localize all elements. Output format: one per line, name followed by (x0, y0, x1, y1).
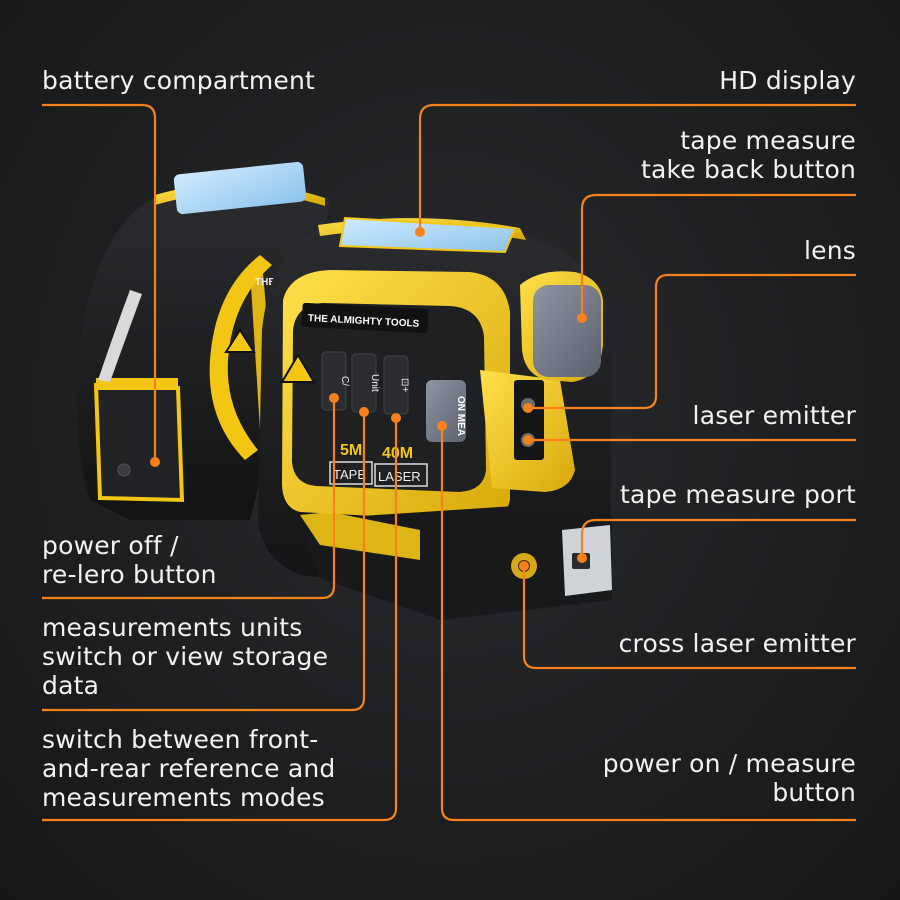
callout-dot-power-on (437, 421, 447, 431)
laser-window (514, 380, 544, 460)
laser-word: LASER (378, 469, 421, 484)
tape-word: TAPE (333, 467, 366, 482)
label-lens: lens (804, 236, 856, 265)
button-mode-label: ⊡+ (399, 378, 410, 392)
label-switch-line-2: and-rear reference and (42, 754, 336, 783)
rear-battery-door (93, 382, 185, 503)
label-switch-line-3: measurements modes (42, 783, 325, 812)
rear-yellow-ring (209, 255, 272, 460)
rear-display (173, 161, 307, 215)
label-power-on-line-1: power on / measure (602, 749, 856, 778)
rear-latch-yellow (96, 378, 178, 390)
label-power-off-line-1: power off / (42, 531, 179, 560)
label-units-line-2: switch or view storage (42, 642, 329, 671)
spec-laser-range: 40M (382, 445, 413, 462)
callout-switch-line (42, 418, 398, 822)
callout-dot-laser-emitter (523, 435, 533, 445)
callout-power-off-line (42, 398, 336, 600)
spec-tape-length: 5M (340, 442, 362, 459)
callout-dot-battery (150, 457, 160, 467)
callout-dot-tape-port (577, 553, 587, 563)
callout-cross-laser-line (522, 566, 856, 670)
label-units-line-1: measurements units (42, 613, 303, 642)
callout-hd-display-line (418, 103, 856, 232)
laser-warning-sign (280, 353, 316, 383)
label-switch-mode: switch between front- and-rear reference… (42, 725, 335, 812)
callout-dots (150, 227, 587, 571)
label-switch-line-1: switch between front- (42, 725, 319, 754)
label-tape-back-line-1: tape measure (680, 126, 856, 155)
callout-power-on-line (440, 426, 856, 822)
measure-button-label: ON MEA (455, 396, 466, 436)
lens-cover (533, 285, 601, 377)
label-cross-laser: cross laser emitter (618, 629, 856, 658)
button-unit-label: Unit (369, 374, 380, 392)
tape-badge (329, 461, 373, 485)
front-display (338, 216, 517, 254)
button-power-on-measure[interactable] (426, 380, 466, 442)
rear-strap (98, 290, 142, 382)
label-power-on-measure: power on / measure button (603, 749, 856, 807)
callout-dot-power-off (329, 393, 339, 403)
callout-dot-lens (523, 403, 533, 413)
callout-tape-port-line (580, 518, 856, 558)
rear-screw (117, 463, 131, 477)
front-device: THE ALMIGHTY TOOLS C/ Unit ⊡+ ON MEA 5M … (258, 216, 612, 620)
callout-battery-line (42, 103, 157, 462)
label-units-line-3: data (42, 671, 100, 700)
button-clr-label: C/ (339, 376, 350, 386)
callout-units-line (42, 412, 366, 712)
label-measurement-units: measurements units switch or view storag… (42, 613, 328, 700)
label-battery-compartment: battery compartment (42, 66, 316, 95)
label-power-off-line-2: re-lero button (42, 560, 217, 589)
brand-strip (301, 302, 429, 334)
callout-tape-back-line (580, 193, 856, 318)
label-tape-back-line-2: take back button (640, 155, 856, 184)
callout-lines (42, 103, 856, 822)
label-tape-take-back: tape measure take back button (641, 126, 856, 184)
callout-dot-tape-back (577, 313, 587, 323)
label-power-off: power off / re-lero button (42, 531, 217, 589)
callout-dot-switch (391, 413, 401, 423)
label-tape-port: tape measure port (620, 480, 856, 509)
callout-lens-line (528, 273, 856, 410)
callout-dot-units (359, 407, 369, 417)
callout-dot-hd-display (415, 227, 425, 237)
laser-badge (374, 463, 428, 487)
label-laser-emitter: laser emitter (692, 401, 856, 430)
rear-laser-warning (224, 328, 256, 353)
callout-dot-cross-laser (519, 561, 529, 571)
bottom-yellow-band (300, 512, 420, 560)
label-power-on-line-2: button (772, 778, 856, 807)
label-hd-display: HD display (719, 66, 856, 95)
